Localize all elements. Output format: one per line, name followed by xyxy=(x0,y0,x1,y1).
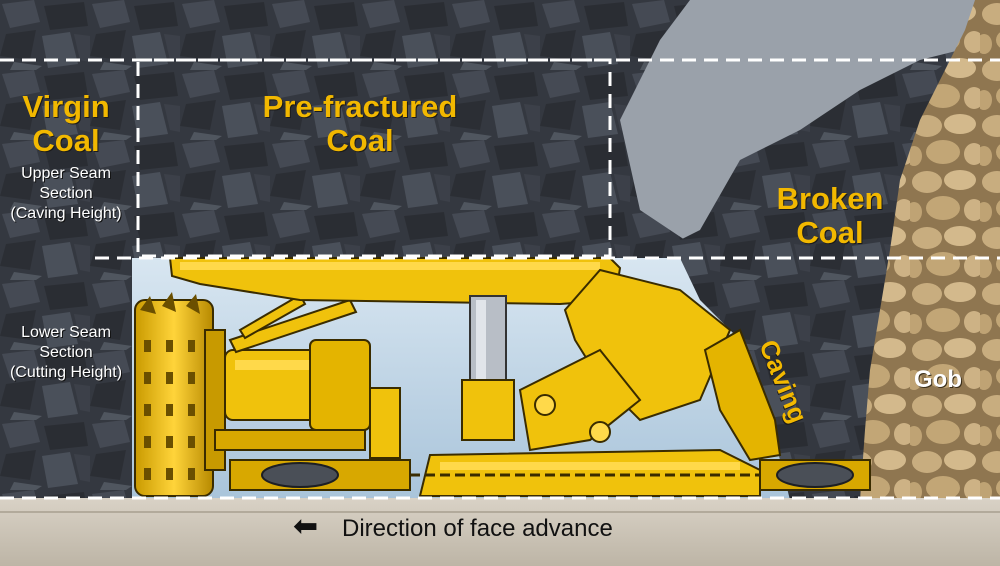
upper-seam-label: Upper Seam Section (Caving Height) xyxy=(0,164,132,224)
lower-seam-line3: (Cutting Height) xyxy=(0,363,132,383)
broken-coal-line1: Broken xyxy=(760,182,900,216)
virgin-coal-label: Virgin Coal xyxy=(0,90,132,158)
upper-seam-line2: Section xyxy=(0,184,132,204)
upper-seam-line3: (Caving Height) xyxy=(0,204,132,224)
gob-label: Gob xyxy=(898,366,978,394)
virgin-coal-line1: Virgin xyxy=(0,90,132,124)
pre-fractured-line2: Coal xyxy=(230,124,490,158)
lower-seam-label: Lower Seam Section (Cutting Height) xyxy=(0,323,132,383)
direction-label: Direction of face advance xyxy=(342,515,613,543)
shearer-drum xyxy=(135,292,225,496)
arrow-left-icon: ⬅ xyxy=(293,512,318,542)
lower-seam-line1: Lower Seam xyxy=(0,323,132,343)
lower-seam-line2: Section xyxy=(0,343,132,363)
virgin-coal-line2: Coal xyxy=(0,124,132,158)
pre-fractured-line1: Pre-fractured xyxy=(230,90,490,124)
upper-seam-line1: Upper Seam xyxy=(0,164,132,184)
pre-fractured-label: Pre-fractured Coal xyxy=(230,90,490,158)
broken-coal-line2: Coal xyxy=(760,216,900,250)
broken-coal-label: Broken Coal xyxy=(760,182,900,250)
